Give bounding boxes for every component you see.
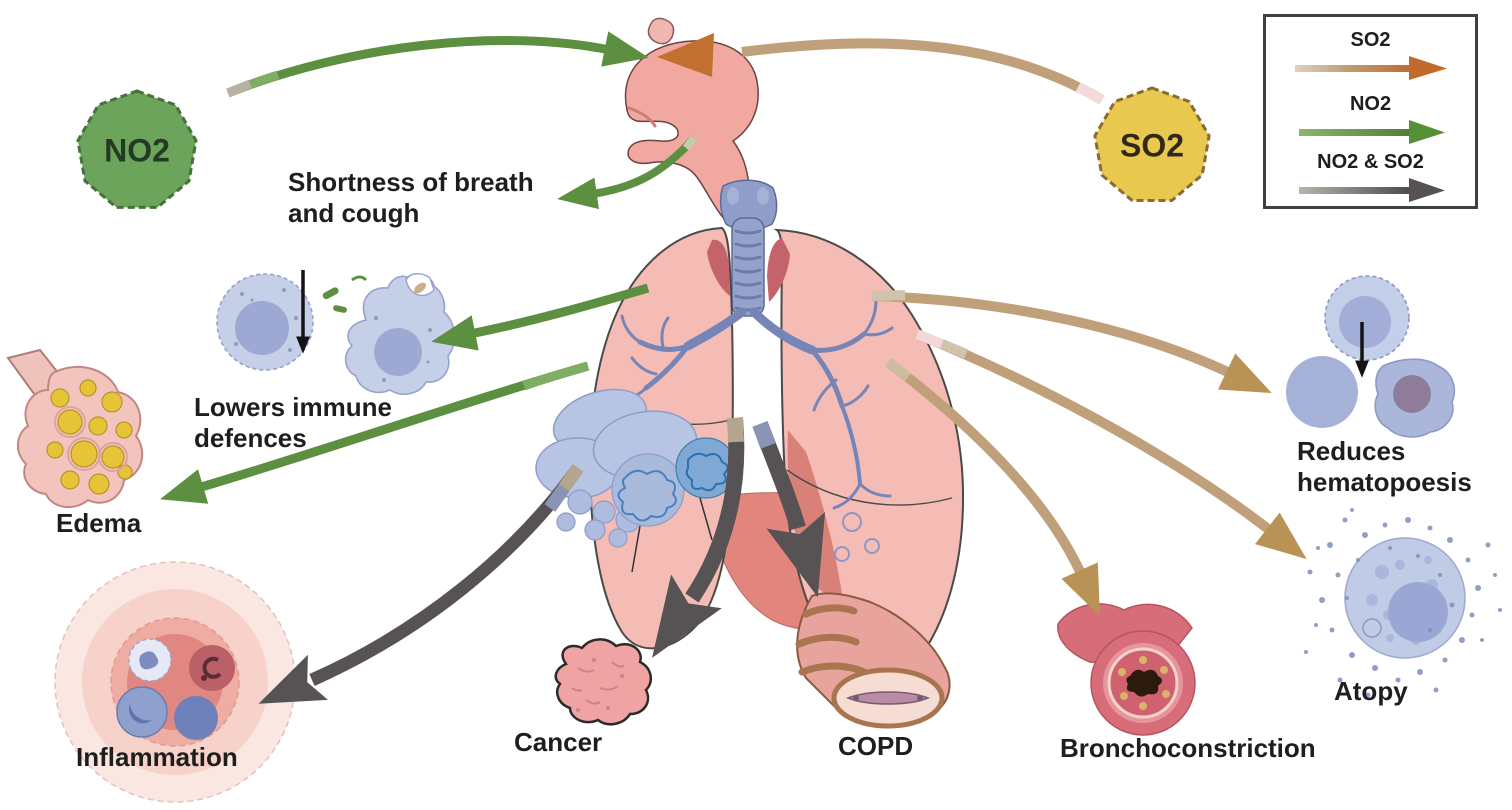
label-cancer: Cancer <box>514 727 603 757</box>
label-atopy: Atopy <box>1334 676 1408 706</box>
bronchoconstriction-illustration <box>1057 603 1196 736</box>
legend-box: SO2 NO2 NO2 & SO2 <box>1263 14 1478 209</box>
no2-badge-label: NO2 <box>104 132 170 169</box>
no2-to-nose-arrow <box>226 31 649 98</box>
label-lowers-immune: Lowers immune defences <box>194 392 392 453</box>
legend-row-no2: NO2 <box>1266 93 1475 146</box>
decrease-arrows <box>296 270 1369 378</box>
arrows-layer <box>160 31 1307 704</box>
atopy-granules <box>1304 508 1502 702</box>
legend-both-label: NO2 & SO2 <box>1317 151 1424 173</box>
legend-no2-label: NO2 <box>1349 93 1392 115</box>
label-shortness-of-breath: Shortness of breath and cough <box>288 167 534 228</box>
label-edema: Edema <box>56 508 142 538</box>
so2-to-atopy-arrow <box>915 329 1307 560</box>
legend-no2-arrow-icon <box>1298 120 1445 144</box>
edema-illustration <box>6 348 144 509</box>
label-copd: COPD <box>838 731 914 761</box>
so2-to-hematopoesis-arrow <box>871 291 1272 393</box>
cancer-illustration <box>554 638 653 726</box>
label-inflammation: Inflammation <box>76 742 238 772</box>
so2-to-bronchoconstriction-arrow <box>884 358 1100 617</box>
no2-to-shortness-arrow <box>557 135 697 210</box>
inflammation-illustration <box>54 561 296 803</box>
legend-so2-arrow-icon <box>1294 56 1447 80</box>
legend-so2-label: SO2 <box>1350 29 1391 51</box>
no2-badge <box>76 89 198 209</box>
so2-to-nose-arrow <box>741 38 1105 105</box>
so2-badge <box>1093 86 1211 202</box>
legend-row-both: NO2 & SO2 <box>1266 151 1475 204</box>
legend-both-arrow-icon <box>1298 178 1445 202</box>
copd-illustration <box>795 592 951 729</box>
combined-to-inflammation-arrow <box>258 464 584 704</box>
label-bronchoconstriction: Bronchoconstriction <box>1060 733 1316 763</box>
respiratory-system-illustration <box>535 17 965 676</box>
immune-cells-illustration <box>216 273 456 395</box>
hematopoesis-illustration <box>1286 275 1456 438</box>
atopy-illustration <box>1304 508 1502 702</box>
so2-arrowhead-icon <box>657 33 714 77</box>
legend-row-so2: SO2 <box>1266 29 1475 82</box>
so2-badge-label: SO2 <box>1119 127 1185 164</box>
bacteria-icon <box>322 275 368 313</box>
no2-to-immune-arrow <box>431 283 650 351</box>
label-reduces-hematopoesis: Reduces hematopoesis <box>1297 436 1472 497</box>
combined-to-cancer-arrow <box>652 417 745 658</box>
